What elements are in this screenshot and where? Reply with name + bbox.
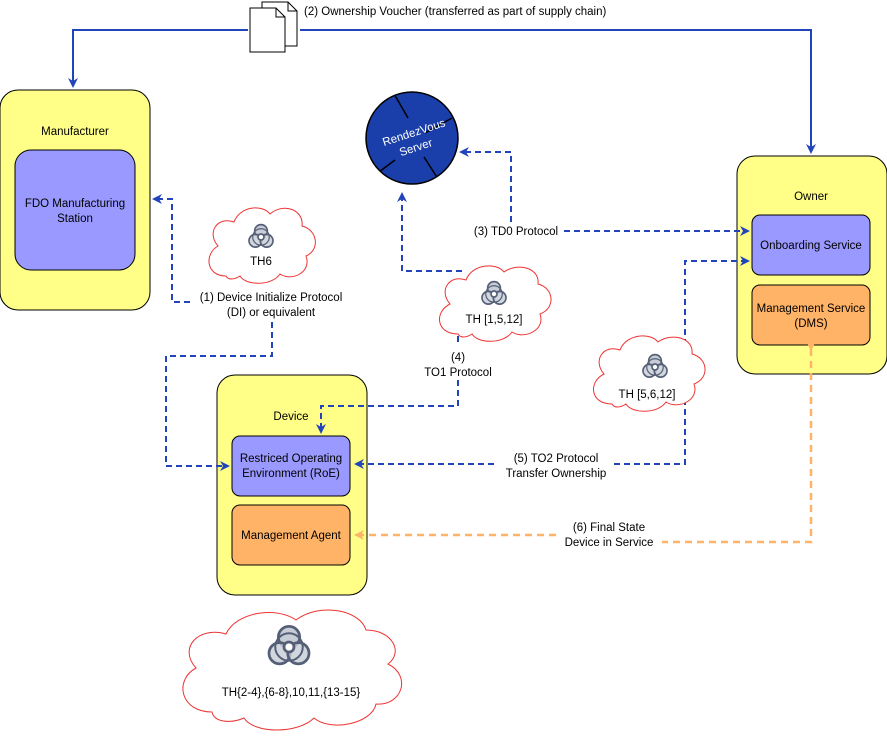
roe-label-2: Environment (RoE) (242, 468, 340, 480)
fdo-station-label-1: FDO Manufacturing (25, 198, 125, 210)
to2-protocol-label-2: Transfer Ownership (506, 468, 607, 480)
threat-cloud-th6: TH6 (208, 207, 316, 284)
threat-th6-label: TH6 (250, 256, 272, 268)
td0-protocol-label: (3) TD0 Protocol (474, 226, 558, 238)
management-agent-box (231, 504, 351, 566)
management-agent-label: Management Agent (241, 530, 342, 542)
device-label: Device (273, 411, 308, 423)
threat-cloud-th-1-5-12: TH [1,5,12] (439, 265, 552, 342)
fdo-station-label-2: Station (57, 213, 93, 225)
rendezvous-server: RendezVous Server (365, 91, 459, 185)
device-container: Device Restriced Operating Environment (… (216, 374, 368, 596)
flow-labels: (1) Device Initialize Protocol (DI) or e… (200, 226, 654, 549)
to1-protocol-label-1: (4) (451, 352, 465, 364)
onboarding-service-box (751, 214, 871, 276)
owner-container: Owner Onboarding Service Management Serv… (736, 155, 887, 375)
final-state-label-1: (6) Final State (573, 522, 645, 534)
threat-cloud-device: TH{2-4},{6-8},10,11,{13-15} (182, 609, 403, 731)
di-protocol-label-2: (DI) or equivalent (227, 307, 316, 319)
management-service-label-1: Management Service (757, 303, 866, 315)
fdo-station-box (14, 149, 136, 271)
manufacturer-label: Manufacturer (41, 126, 109, 138)
threat-th-5-6-12-label: TH [5,6,12] (619, 389, 676, 401)
threat-cloud-th-5-6-12: TH [5,6,12] (593, 335, 706, 412)
voucher-arrows (68, 29, 816, 154)
threat-th-1-5-12-label: TH [1,5,12] (466, 314, 523, 326)
ownership-voucher-label: (2) Ownership Voucher (transferred as pa… (304, 6, 607, 18)
threat-device-label: TH{2-4},{6-8},10,11,{13-15} (222, 687, 361, 699)
management-service-box (751, 284, 871, 346)
di-protocol-label-1: (1) Device Initialize Protocol (200, 292, 343, 304)
di-protocol-arrows (152, 194, 273, 471)
owner-label: Owner (794, 191, 828, 203)
td0-protocol-arrows (459, 147, 750, 236)
to2-protocol-label-1: (5) TO2 Protocol (514, 453, 599, 465)
final-state-arrows (354, 341, 816, 544)
document-icon (249, 1, 298, 53)
onboarding-service-label: Onboarding Service (760, 240, 862, 252)
final-state-label-2: Device in Service (565, 537, 654, 549)
manufacturer-container: Manufacturer FDO Manufacturing Station (0, 89, 151, 311)
roe-label-1: Restriced Operating (240, 453, 342, 465)
to1-protocol-label-2: TO1 Protocol (424, 367, 492, 379)
roe-box (231, 435, 351, 497)
management-service-label-2: (DMS) (794, 318, 827, 330)
